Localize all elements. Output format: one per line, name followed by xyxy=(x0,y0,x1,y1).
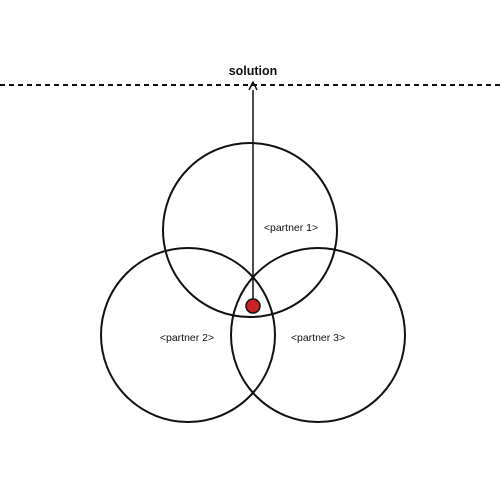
partner-3-circle xyxy=(230,247,406,423)
partner-1-circle xyxy=(162,142,338,318)
partner-2-label: <partner 2> xyxy=(160,332,214,344)
center-dot xyxy=(245,298,261,314)
partner-3-label: <partner 3> xyxy=(291,332,345,344)
partner-2-circle xyxy=(100,247,276,423)
partner-1-label: <partner 1> xyxy=(264,222,318,234)
solution-label: solution xyxy=(229,64,278,78)
arrow-head-icon xyxy=(248,81,258,91)
